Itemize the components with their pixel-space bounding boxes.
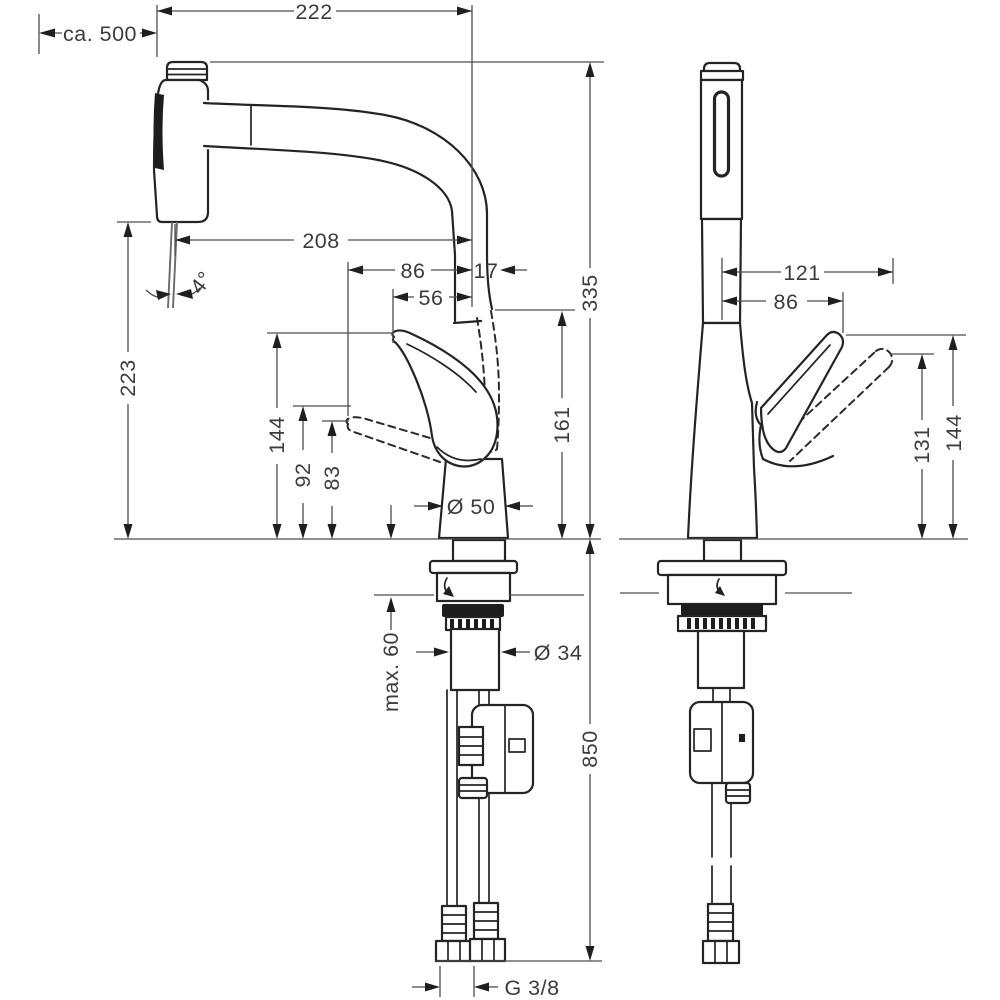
dim-label-g38: G 3/8 — [504, 976, 559, 1000]
supply-hoses-front — [434, 689, 535, 963]
dim-label-222: 222 — [295, 0, 332, 24]
dimension-lines — [38, 5, 968, 997]
dim-label-335: 335 — [578, 274, 602, 311]
dim-label-144-left: 144 — [265, 416, 289, 453]
dim-label-223: 223 — [116, 359, 140, 396]
dim-label-86-left: 86 — [401, 259, 426, 283]
dim-label-17: 17 — [474, 259, 499, 283]
handle-front — [391, 329, 499, 468]
mounting-set-side — [656, 538, 788, 690]
hex-nut — [468, 937, 507, 963]
dim-label-83: 83 — [320, 466, 344, 491]
handle-dashed-position — [345, 416, 448, 463]
mounting-set-front — [428, 538, 519, 692]
spray-window-slot — [712, 90, 731, 178]
dim-label-131: 131 — [910, 426, 934, 463]
dim-label-86-right: 86 — [774, 290, 799, 314]
dim-label-ca500: ca. 500 — [63, 22, 137, 46]
dim-label-92: 92 — [291, 463, 315, 488]
dimension-labels: ca. 500 222 208 86 17 56 335 161 223 144… — [63, 0, 966, 1000]
side-view-figure — [656, 61, 894, 965]
handle-side — [754, 330, 845, 468]
dim-label-121: 121 — [783, 261, 820, 285]
dim-label-max60: max. 60 — [379, 632, 403, 712]
dim-label-161: 161 — [550, 406, 574, 443]
hex-nut — [701, 939, 741, 965]
spray-face-band — [153, 93, 164, 170]
supply-hoses-side — [688, 687, 755, 965]
dim-label-144-right: 144 — [942, 414, 966, 451]
dim-label-dia50: Ø 50 — [447, 495, 496, 519]
dim-label-208: 208 — [302, 229, 339, 253]
front-view-figure — [152, 60, 535, 963]
spout — [202, 100, 495, 326]
dim-label-56: 56 — [419, 286, 444, 310]
hex-nut — [434, 939, 474, 963]
dim-label-dia34: Ø 34 — [534, 641, 583, 665]
pullout-spray-head — [152, 60, 210, 224]
dim-label-850: 850 — [578, 730, 602, 767]
